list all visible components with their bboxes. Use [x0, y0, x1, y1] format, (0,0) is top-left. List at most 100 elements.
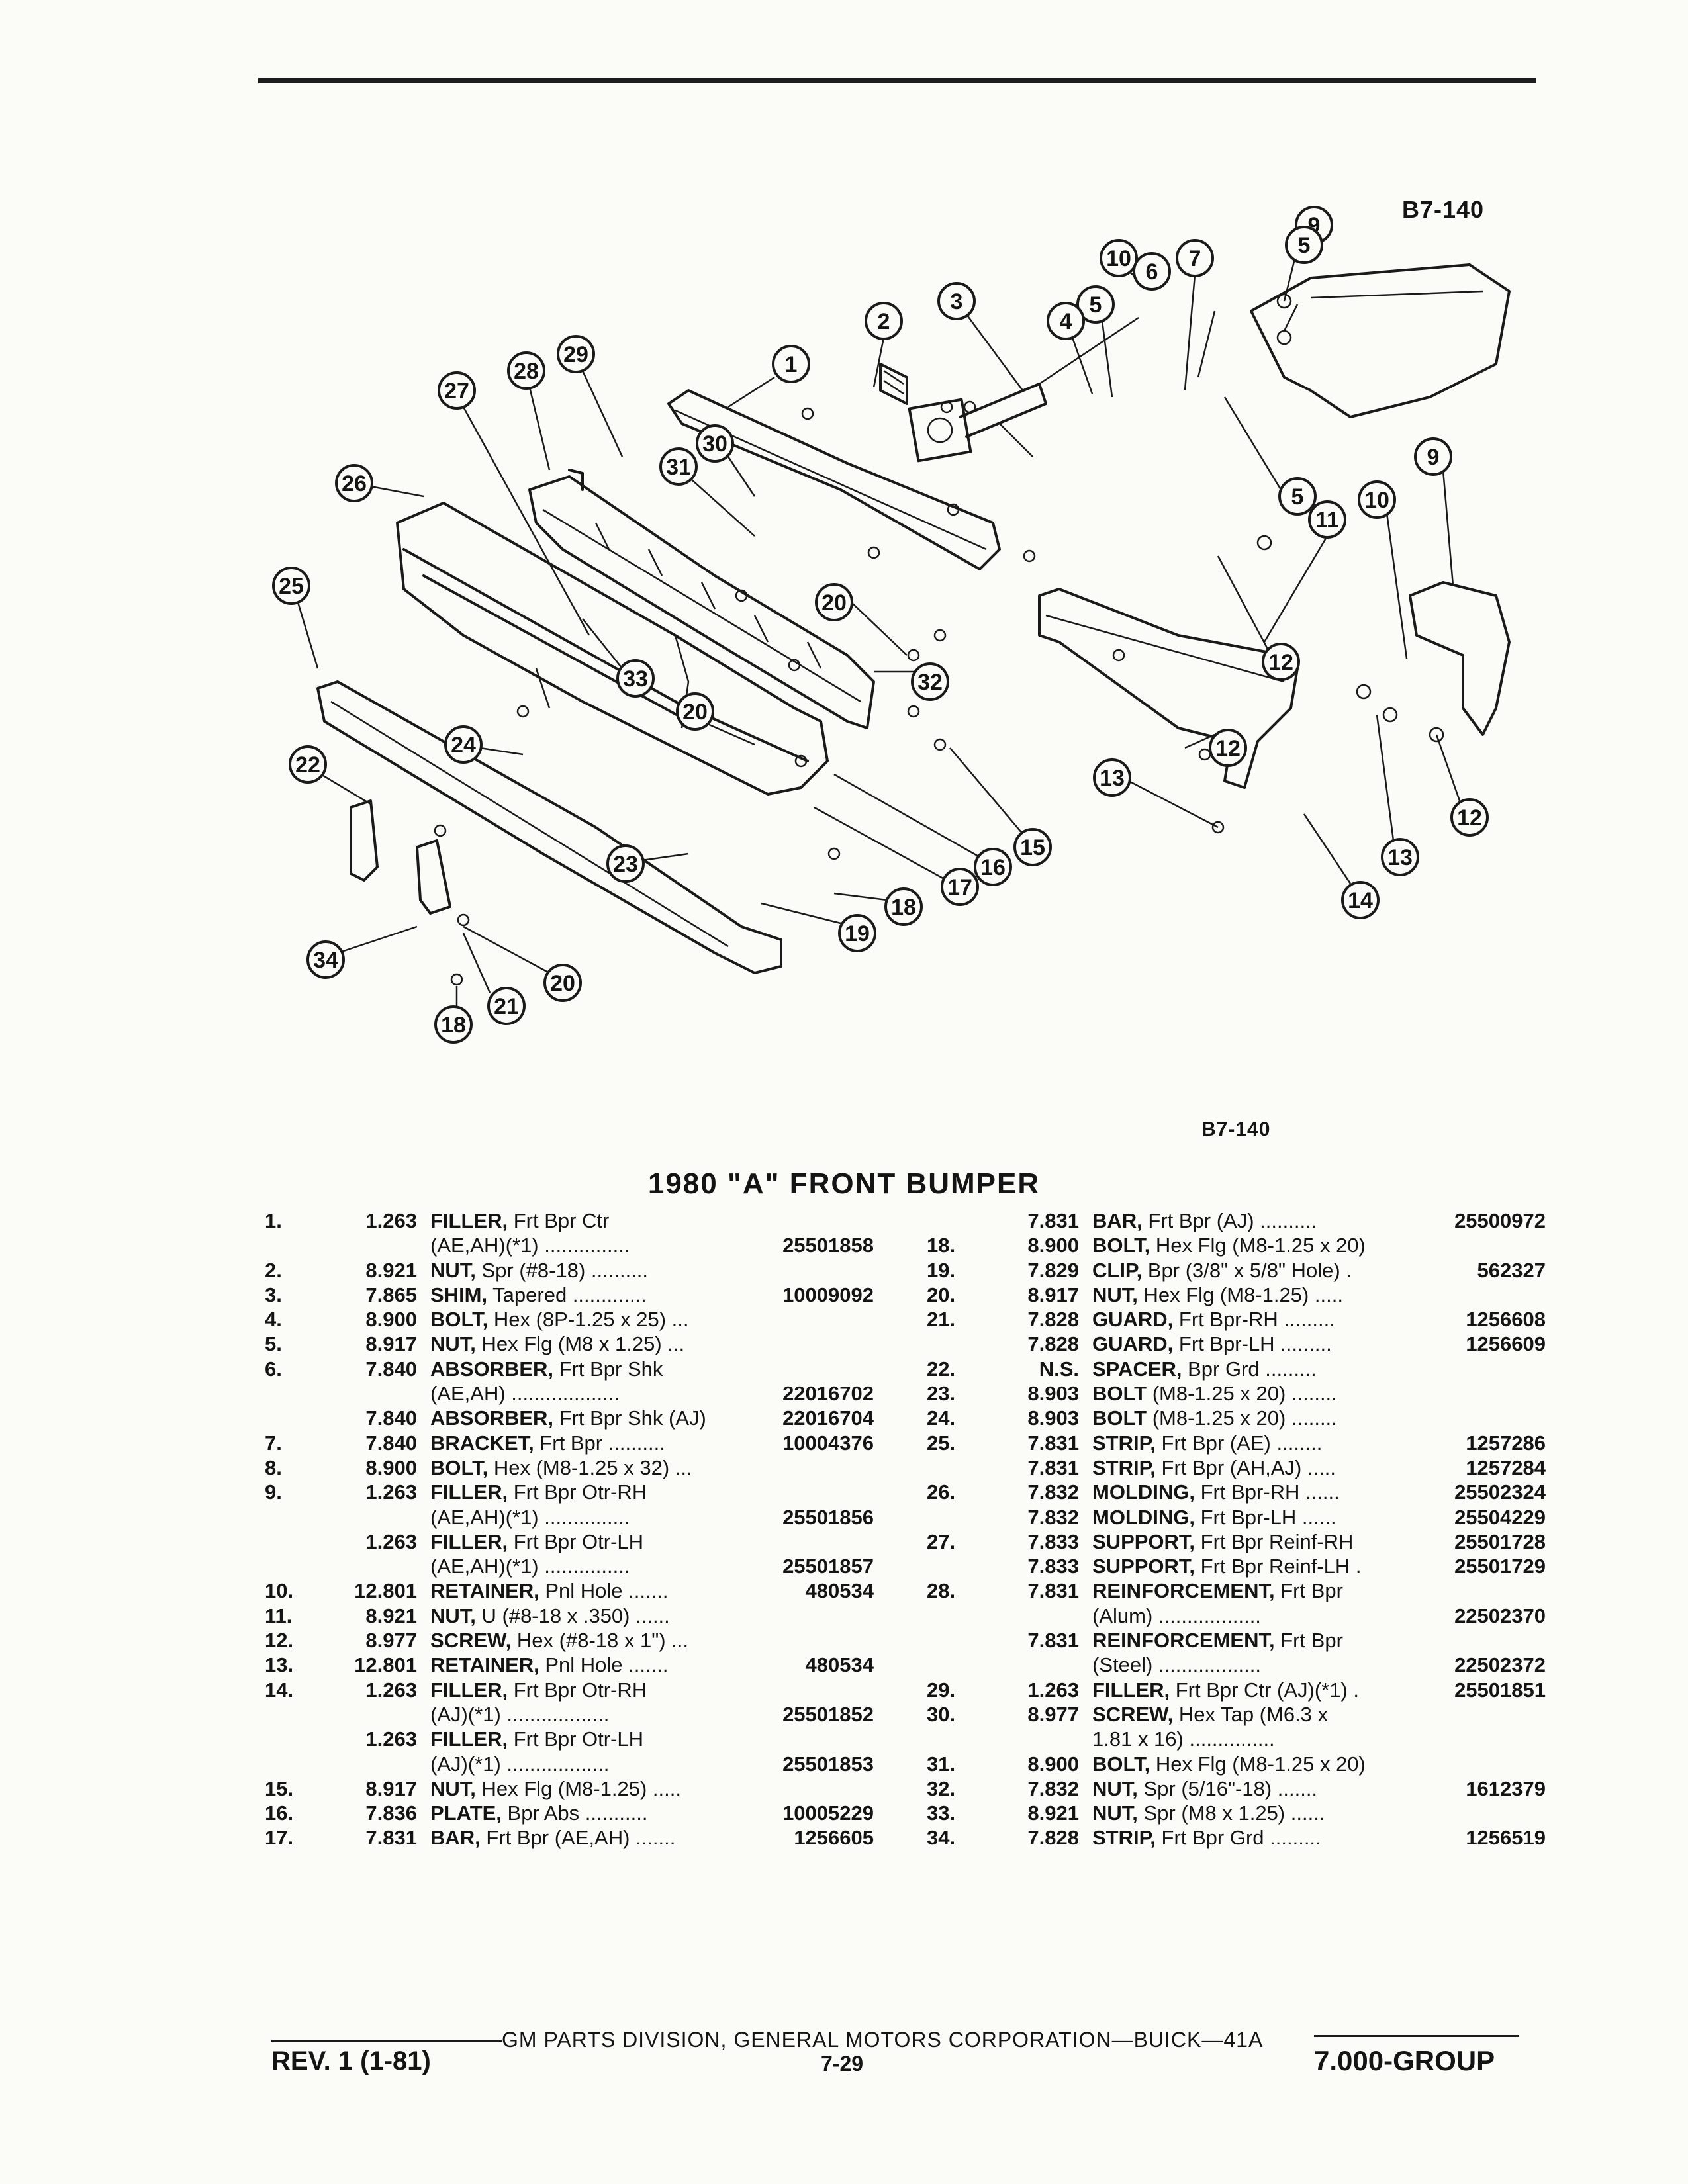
group-number: 8.900	[365, 1455, 417, 1479]
part-name: SHIM,	[430, 1283, 488, 1306]
part-description: SCREW, Hex Tap (M6.3 x	[1092, 1702, 1328, 1727]
part-number: 25502324	[1452, 1480, 1546, 1505]
part-detail: (AE,AH)(*1) ...............	[430, 1505, 630, 1529]
part-name: SCREW,	[430, 1629, 512, 1653]
callout-12-low: 12	[1215, 736, 1241, 761]
part-detail: Frt Bpr Shk	[553, 1357, 663, 1381]
callout-18-mid: 18	[891, 895, 916, 920]
part-name: SPACER,	[1092, 1357, 1182, 1381]
part-detail: Hex (8P-1.25 x 25) ...	[488, 1308, 689, 1332]
part-detail: Frt Bpr Grd .........	[1155, 1826, 1321, 1850]
part-name: REINFORCEMENT,	[1092, 1579, 1275, 1603]
part-description: REINFORCEMENT, Frt Bpr	[1092, 1628, 1343, 1653]
parts-row: 1.81 x 16) ...............	[927, 1727, 1546, 1751]
outer-filler-lh	[1409, 581, 1511, 736]
part-detail: Bpr (3/8" x 5/8" Hole) .	[1142, 1258, 1352, 1282]
part-detail: (AE,AH)(*1) ...............	[430, 1555, 630, 1578]
part-description: FILLER, Frt Bpr Otr-RH	[430, 1480, 647, 1504]
part-detail: Spr (M8 x 1.25) ......	[1137, 1801, 1325, 1825]
part-detail: Frt Bpr-LH .........	[1173, 1332, 1332, 1356]
part-name: CLIP,	[1092, 1258, 1143, 1282]
part-description: STRIP, Frt Bpr (AH,AJ) .....	[1092, 1455, 1336, 1480]
part-name: NUT,	[1092, 1283, 1138, 1306]
item-number: 11.	[265, 1604, 293, 1627]
part-name: BRACKET,	[430, 1431, 534, 1455]
part-number: 25501728	[1452, 1529, 1546, 1555]
item-number: 29.	[927, 1678, 956, 1702]
part-description: BOLT, Hex Flg (M8-1.25 x 20)	[1092, 1752, 1366, 1776]
group-number: 7.831	[1027, 1579, 1079, 1603]
group-number: 8.900	[365, 1308, 417, 1332]
part-number: 25501852	[780, 1702, 874, 1727]
item-number: 4.	[265, 1308, 282, 1332]
parts-row: (AE,AH)(*1) ...............25501857	[265, 1554, 874, 1579]
callout-16: 16	[980, 855, 1006, 880]
part-name: FILLER,	[1092, 1678, 1170, 1702]
part-description: (Steel) ..................	[1092, 1653, 1261, 1677]
part-description: NUT, U (#8-18 x .350) ......	[430, 1604, 670, 1628]
callout-13-right: 13	[1387, 845, 1413, 870]
group-number: 8.900	[1027, 1752, 1079, 1776]
part-name: SUPPORT,	[1092, 1529, 1196, 1553]
part-detail: (M8-1.25 x 20) ........	[1147, 1382, 1337, 1406]
part-name: SCREW,	[1092, 1702, 1174, 1726]
part-name: NUT,	[430, 1332, 476, 1356]
part-description: SCREW, Hex (#8-18 x 1") ...	[430, 1628, 688, 1653]
parts-row: (AJ)(*1) .................. 25501852	[265, 1702, 874, 1727]
part-description: SUPPORT, Frt Bpr Reinf-RH	[1092, 1529, 1353, 1554]
group-number: 8.903	[1027, 1406, 1079, 1430]
part-detail: Frt Bpr Reinf-RH	[1195, 1529, 1354, 1553]
part-name: FILLER,	[430, 1209, 508, 1232]
part-detail: Frt Bpr Otr-RH	[508, 1678, 647, 1702]
fasteners	[434, 293, 1444, 986]
part-name: FILLER,	[430, 1678, 508, 1702]
part-detail: Hex (M8-1.25 x 32) ...	[488, 1455, 692, 1479]
part-description: ABSORBER, Frt Bpr Shk (AJ)	[430, 1406, 706, 1430]
item-number: 20.	[927, 1283, 956, 1306]
part-name: FILLER,	[430, 1480, 508, 1504]
part-description: SPACER, Bpr Grd .........	[1092, 1357, 1317, 1381]
callout-34: 34	[313, 948, 338, 973]
item-number: 28.	[927, 1579, 956, 1603]
part-name: NUT,	[1092, 1801, 1138, 1825]
group-number: 7.840	[365, 1431, 417, 1455]
part-number: 480534	[802, 1578, 874, 1604]
part-description: CLIP, Bpr (3/8" x 5/8" Hole) .	[1092, 1258, 1352, 1283]
group-number: 7.828	[1027, 1308, 1079, 1332]
part-description: 1.81 x 16) ...............	[1092, 1727, 1275, 1751]
page-title: 1980 "A" FRONT BUMPER	[647, 1167, 1041, 1200]
group-number: 12.801	[354, 1653, 417, 1677]
part-number: 22502372	[1452, 1653, 1546, 1678]
callout-21: 21	[494, 994, 519, 1019]
part-detail: Frt Bpr Otr-RH	[508, 1480, 647, 1504]
part-name: NUT,	[1092, 1776, 1138, 1800]
part-detail: Hex Tap (M6.3 x	[1173, 1702, 1329, 1726]
part-detail: Frt Bpr-RH .........	[1173, 1308, 1335, 1332]
callout-30: 30	[702, 432, 727, 457]
callout-9: 9	[1427, 445, 1440, 470]
part-detail: Frt Bpr Ctr (AJ)(*1) .	[1170, 1678, 1359, 1702]
item-number: 15.	[265, 1776, 294, 1800]
group-number: 1.263	[365, 1678, 417, 1702]
part-detail: Hex (#8-18 x 1") ...	[511, 1629, 689, 1653]
part-description: (AJ)(*1) ..................	[430, 1702, 609, 1727]
item-number: 17.	[265, 1826, 294, 1850]
group-number: 7.833	[1027, 1555, 1079, 1578]
part-description: (AE,AH)(*1) ...............	[430, 1554, 630, 1578]
part-number: 10009092	[780, 1282, 874, 1308]
part-name: NUT,	[430, 1258, 476, 1282]
callout-23: 23	[613, 852, 638, 877]
